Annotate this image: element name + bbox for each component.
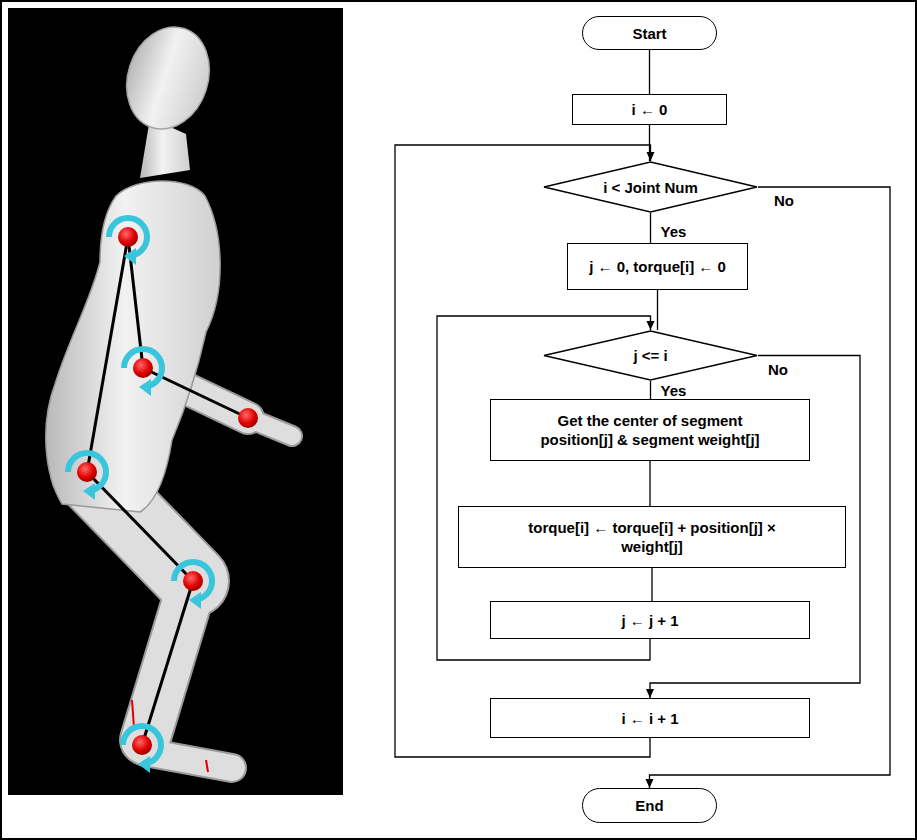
- rotation-arrow: [123, 726, 161, 764]
- rotation-arrowhead: [189, 592, 201, 609]
- decision-diamond: j <= i: [543, 330, 758, 381]
- flow-connector: [649, 50, 650, 94]
- human-figure: [46, 16, 292, 768]
- flow-connector: [657, 290, 658, 330]
- node-text: i ← 0: [632, 100, 668, 119]
- branch-label: No: [772, 192, 796, 209]
- flow-connector: [651, 568, 652, 601]
- rotation-arrowhead: [124, 248, 136, 265]
- node-text: End: [635, 796, 663, 815]
- process-box: torque[i] ← torque[i] + position[j] × we…: [458, 506, 846, 568]
- joint-dot: [238, 408, 258, 428]
- rotation-arrowhead: [139, 379, 151, 396]
- node-text: torque[i] ← torque[i] + position[j] × we…: [502, 518, 802, 556]
- rotation-arrow: [124, 349, 162, 387]
- node-text: j ← 0, torque[i] ← 0: [589, 257, 726, 276]
- process-box: j ← j + 1: [490, 601, 810, 639]
- branch-label: No: [766, 361, 790, 378]
- rotation-arrowhead: [83, 483, 95, 500]
- rotation-arrow: [174, 562, 212, 600]
- start-terminal: Start: [582, 16, 717, 50]
- joint-dot: [183, 571, 203, 591]
- flow-connector: [650, 213, 651, 243]
- node-text: Start: [632, 24, 666, 43]
- process-box: i ← 0: [572, 94, 727, 125]
- rotation-arrowhead: [138, 756, 150, 773]
- process-box: i ← i + 1: [490, 698, 810, 738]
- process-box: j ← 0, torque[i] ← 0: [567, 243, 748, 290]
- figure-panel: [8, 8, 343, 795]
- decision-diamond: i < Joint Num: [543, 161, 758, 213]
- node-text: j <= i: [633, 346, 667, 365]
- flow-connector: [649, 461, 650, 506]
- joint-dot: [132, 735, 152, 755]
- skeleton-lines: [87, 237, 248, 745]
- joint-dot: [118, 227, 138, 247]
- joint-markers: [68, 218, 258, 773]
- node-text: i ← i + 1: [621, 709, 678, 728]
- foot-marks: [132, 700, 208, 772]
- branch-label: Yes: [659, 382, 689, 399]
- rotation-arrow: [68, 453, 106, 491]
- end-terminal: End: [582, 788, 717, 823]
- branch-label: Yes: [659, 223, 689, 240]
- flow-connector: [650, 381, 651, 399]
- node-text: j ← j + 1: [621, 611, 678, 630]
- joint-dot: [77, 462, 97, 482]
- joint-dot: [133, 358, 153, 378]
- node-text: Get the center of segment position[j] & …: [528, 411, 773, 449]
- rotation-arrow: [109, 218, 147, 256]
- node-text: i < Joint Num: [603, 178, 698, 197]
- process-box: Get the center of segment position[j] & …: [490, 399, 810, 461]
